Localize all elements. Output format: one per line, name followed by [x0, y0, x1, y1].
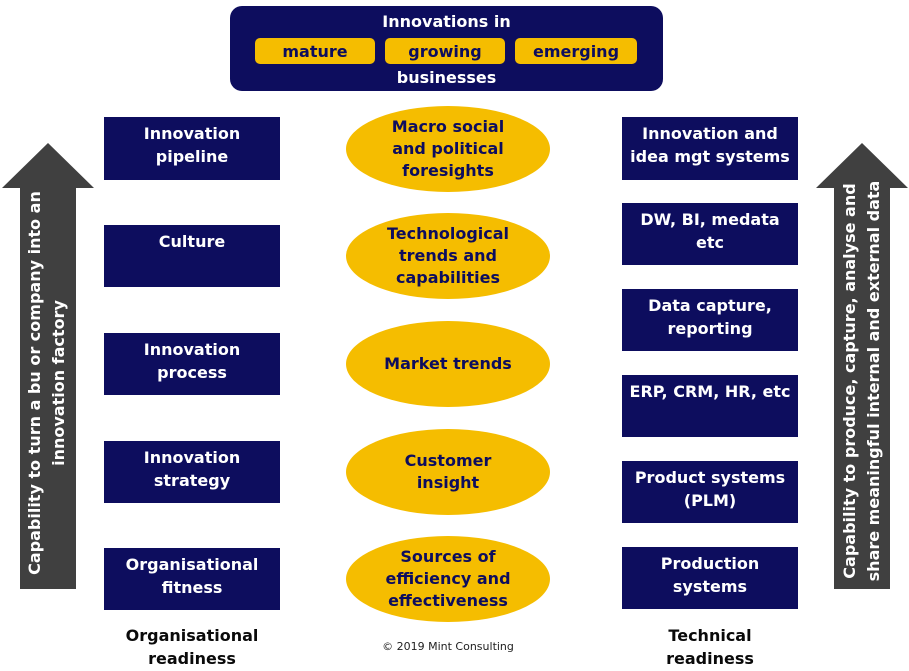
pill-growing: growing	[385, 38, 505, 64]
box-dw-bi: DW, BI, medata etc	[622, 203, 798, 265]
pill-mature: mature	[255, 38, 375, 64]
box-innovation-process: Innovation process	[104, 333, 280, 395]
caption-organisational-readiness: Organisational readiness	[125, 626, 259, 668]
box-production-systems: Production systems	[622, 547, 798, 609]
right-arrow-label: Capability to produce, capture, analyse …	[840, 180, 883, 582]
box-innovation-strategy: Innovation strategy	[104, 441, 280, 503]
left-up-arrow	[2, 143, 94, 589]
right-up-arrow	[816, 143, 908, 589]
caption-technical-readiness: Technical readiness	[666, 626, 754, 668]
box-data-capture: Data capture, reporting	[622, 289, 798, 351]
left-arrow-label: Capability to turn a bu or company into …	[25, 191, 68, 575]
box-idea-mgt-systems: Innovation and idea mgt systems	[622, 117, 798, 180]
ellipse-efficiency-sources: Sources of efficiency and effectiveness	[346, 536, 550, 622]
header-title: Innovations in	[382, 12, 511, 31]
box-organisational-fitness: Organisational fitness	[104, 548, 280, 610]
ellipse-tech-trends: Technological trends and capabilities	[346, 213, 550, 299]
box-erp-crm-hr: ERP, CRM, HR, etc	[622, 375, 798, 437]
copyright-notice: © 2019 Mint Consulting	[382, 640, 514, 653]
box-culture: Culture	[104, 225, 280, 287]
header-footer: businesses	[396, 68, 497, 87]
box-product-systems: Product systems (PLM)	[622, 461, 798, 523]
ellipse-macro-foresights: Macro social and political foresights	[346, 106, 550, 192]
innovations-header: Innovations in mature growing emerging b…	[230, 6, 663, 91]
ellipse-customer-insight: Customer insight	[346, 429, 550, 515]
ellipse-market-trends: Market trends	[346, 321, 550, 407]
pill-emerging: emerging	[515, 38, 637, 64]
box-innovation-pipeline: Innovation pipeline	[104, 117, 280, 180]
